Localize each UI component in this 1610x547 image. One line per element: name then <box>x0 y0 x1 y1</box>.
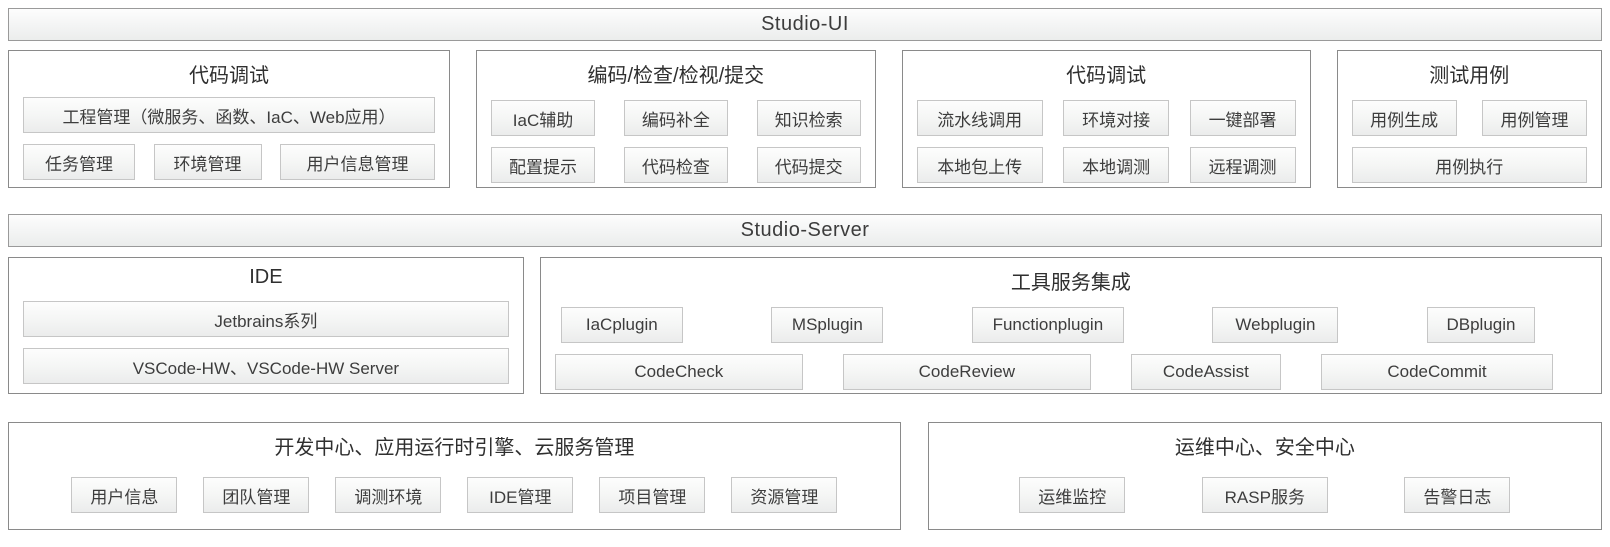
ui-panels-row: 代码调试 工程管理（微服务、函数、IaC、Web应用） 任务管理 环境管理 用户… <box>8 50 1602 188</box>
block-functionplugin: Functionplugin <box>971 307 1124 343</box>
panel-title: 代码调试 <box>1066 65 1147 87</box>
block-env-management: 环境管理 <box>153 144 262 180</box>
block-codeassist: CodeAssist <box>1130 354 1281 390</box>
panel-code-debug-left: 代码调试 工程管理（微服务、函数、IaC、Web应用） 任务管理 环境管理 用户… <box>8 50 450 188</box>
block-team-management: 团队管理 <box>203 477 310 513</box>
block-jetbrains-series: Jetbrains系列 <box>23 301 509 337</box>
button-row: IaC辅助 编码补全 知识检索 <box>491 100 861 136</box>
panel-title: 工具服务集成 <box>1010 272 1131 294</box>
studio-server-bar: Studio-Server <box>8 214 1602 247</box>
block-alarm-log: 告警日志 <box>1404 477 1511 513</box>
panel-dev-center: 开发中心、应用运行时引擎、云服务管理 用户信息 团队管理 调测环境 IDE管理 … <box>8 422 901 530</box>
studio-ui-label: Studio-UI <box>761 13 849 35</box>
block-ops-monitoring: 运维监控 <box>1019 477 1126 513</box>
block-code-commit: 代码提交 <box>756 147 861 183</box>
studio-server-label: Studio-Server <box>740 219 870 241</box>
block-iacplugin: IaCplugin <box>560 307 683 343</box>
block-pipeline-invoke: 流水线调用 <box>916 100 1043 136</box>
button-row: 任务管理 环境管理 用户信息管理 <box>23 144 435 180</box>
panel-ops-security-center: 运维中心、安全中心 运维监控 RASP服务 告警日志 <box>927 422 1602 530</box>
panel-title: 开发中心、应用运行时引擎、云服务管理 <box>274 437 635 459</box>
block-local-debug: 本地调测 <box>1063 147 1170 183</box>
panel-title: 代码调试 <box>189 65 269 87</box>
block-user-info: 用户信息 <box>71 477 178 513</box>
block-codecommit: CodeCommit <box>1320 354 1553 390</box>
panel-code-debug-right: 代码调试 流水线调用 环境对接 一键部署 本地包上传 本地调测 远程调测 <box>901 50 1311 188</box>
block-msplugin: MSplugin <box>771 307 884 343</box>
block-case-generate: 用例生成 <box>1351 100 1457 136</box>
block-user-info-management: 用户信息管理 <box>280 144 435 180</box>
block-debug-env: 调测环境 <box>335 477 442 513</box>
block-dbplugin: DBplugin <box>1426 307 1535 343</box>
block-vscode-hw: VSCode-HW、VSCode-HW Server <box>23 348 509 384</box>
studio-ui-bar: Studio-UI <box>8 8 1602 41</box>
block-codecheck: CodeCheck <box>554 354 803 390</box>
block-config-hint: 配置提示 <box>491 147 595 183</box>
block-project-management: 工程管理（微服务、函数、IaC、Web应用） <box>23 97 435 133</box>
block-case-execute: 用例执行 <box>1351 147 1587 183</box>
block-webplugin: Webplugin <box>1212 307 1339 343</box>
block-task-management: 任务管理 <box>23 144 135 180</box>
button-row: 用户信息 团队管理 调测环境 IDE管理 项目管理 资源管理 <box>23 477 886 513</box>
block-local-package-upload: 本地包上传 <box>916 147 1043 183</box>
block-code-completion: 编码补全 <box>623 100 728 136</box>
block-case-manage: 用例管理 <box>1482 100 1587 136</box>
button-row: IaCplugin MSplugin Functionplugin Webplu… <box>555 307 1587 343</box>
button-row: 用例生成 用例管理 <box>1351 100 1587 136</box>
panel-tool-service-integration: 工具服务集成 IaCplugin MSplugin Functionplugin… <box>539 257 1602 394</box>
block-ide-management: IDE管理 <box>467 477 574 513</box>
bottom-panels-row: 开发中心、应用运行时引擎、云服务管理 用户信息 团队管理 调测环境 IDE管理 … <box>8 422 1602 530</box>
panel-title: 编码/检查/检视/提交 <box>587 65 765 87</box>
block-code-check: 代码检查 <box>623 147 728 183</box>
button-column: Jetbrains系列 VSCode-HW、VSCode-HW Server <box>23 301 509 384</box>
button-row: 配置提示 代码检查 代码提交 <box>491 147 861 183</box>
panel-coding-check-review-commit: 编码/检查/检视/提交 IaC辅助 编码补全 知识检索 配置提示 代码检查 代码… <box>476 50 876 188</box>
block-remote-debug: 远程调测 <box>1189 147 1296 183</box>
block-project-mgmt: 项目管理 <box>599 477 706 513</box>
button-row: 流水线调用 环境对接 一键部署 <box>916 100 1296 136</box>
panel-ide: IDE Jetbrains系列 VSCode-HW、VSCode-HW Serv… <box>8 257 524 394</box>
panel-title: 测试用例 <box>1429 65 1510 87</box>
block-iac-assist: IaC辅助 <box>491 100 595 136</box>
server-panels-row: IDE Jetbrains系列 VSCode-HW、VSCode-HW Serv… <box>8 257 1602 394</box>
button-row: 运维监控 RASP服务 告警日志 <box>943 477 1587 513</box>
panel-test-case: 测试用例 用例生成 用例管理 用例执行 <box>1336 50 1602 188</box>
block-codereview: CodeReview <box>842 354 1091 390</box>
block-env-connect: 环境对接 <box>1063 100 1170 136</box>
panel-title: 运维中心、安全中心 <box>1174 437 1355 459</box>
button-row: 本地包上传 本地调测 远程调测 <box>916 147 1296 183</box>
button-row: CodeCheck CodeReview CodeAssist CodeComm… <box>554 354 1587 390</box>
block-resource-management: 资源管理 <box>731 477 838 513</box>
block-one-click-deploy: 一键部署 <box>1189 100 1296 136</box>
button-row: 用例执行 <box>1351 147 1587 183</box>
block-rasp-service: RASP服务 <box>1201 477 1328 513</box>
panel-title: IDE <box>249 266 283 288</box>
block-knowledge-search: 知识检索 <box>756 100 861 136</box>
